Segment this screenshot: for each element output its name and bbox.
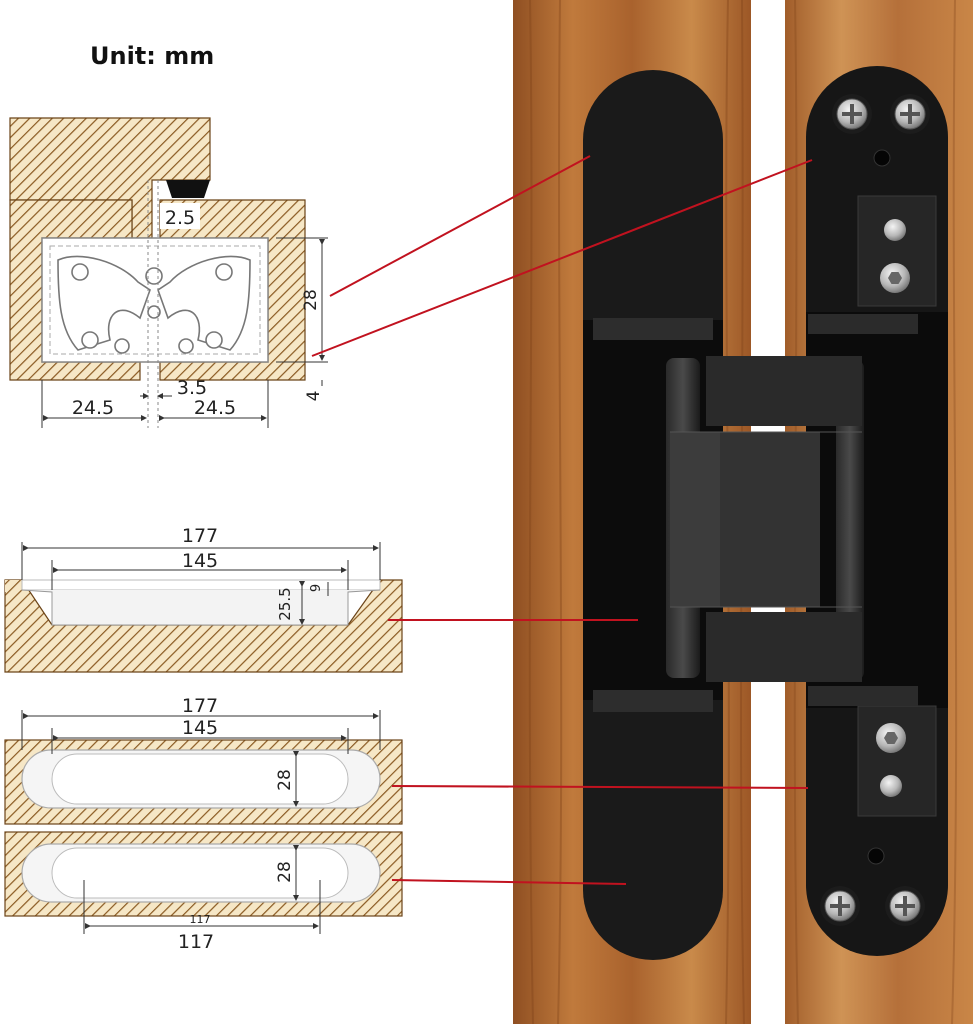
dim-routing-lip: 9 [309, 584, 324, 592]
dim-routing-depth: 25.5 [276, 587, 294, 620]
dim-right-width: 24.5 [194, 397, 236, 419]
hinge-knuckle [666, 356, 864, 682]
leader-lines [311, 155, 813, 885]
dim-top2-length: 117 [178, 931, 214, 953]
dim-top1-width: 28 [275, 769, 295, 791]
dim-top2-length-small: 117 [190, 913, 211, 926]
dim-top2-width: 28 [275, 861, 295, 883]
dim-left-width: 24.5 [72, 397, 114, 419]
dim-height: 28 [301, 289, 321, 311]
top-view-2: 28 117 117 [4, 831, 403, 953]
top-view-1: 177 145 28 [4, 695, 403, 825]
dim-routing-outer: 177 [182, 525, 218, 547]
unit-label: Unit: mm [90, 42, 215, 70]
dim-routing-inner: 145 [182, 550, 218, 572]
hinge-photo [513, 0, 973, 1024]
dim-gap-center: 3.5 [177, 377, 207, 399]
dim-offset: 4 [304, 391, 324, 402]
routing-profile-view: 177 145 25.5 9 [4, 525, 403, 673]
dim-top1-inner: 145 [182, 717, 218, 739]
hex-bolt-icon [876, 219, 910, 797]
dim-gap-top: 2.5 [165, 207, 195, 229]
dim-top1-outer: 177 [182, 695, 218, 717]
cross-section-view: 2.5 28 4 24.5 24.5 3.5 [9, 117, 328, 428]
